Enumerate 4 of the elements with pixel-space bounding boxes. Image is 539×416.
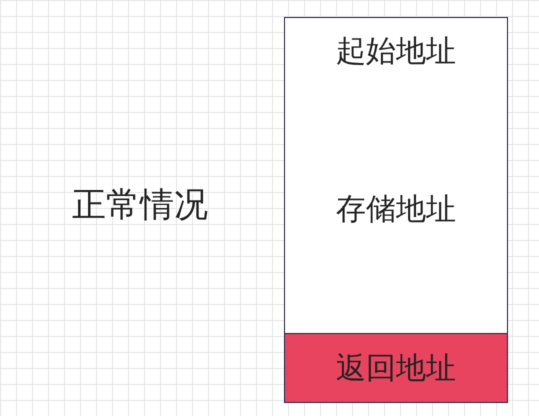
caption-text: 正常情况 (72, 184, 208, 227)
memory-block: 返回地址 (284, 333, 508, 403)
memory-block: 存储地址 (284, 85, 508, 334)
memory-block: 起始地址 (284, 17, 508, 86)
